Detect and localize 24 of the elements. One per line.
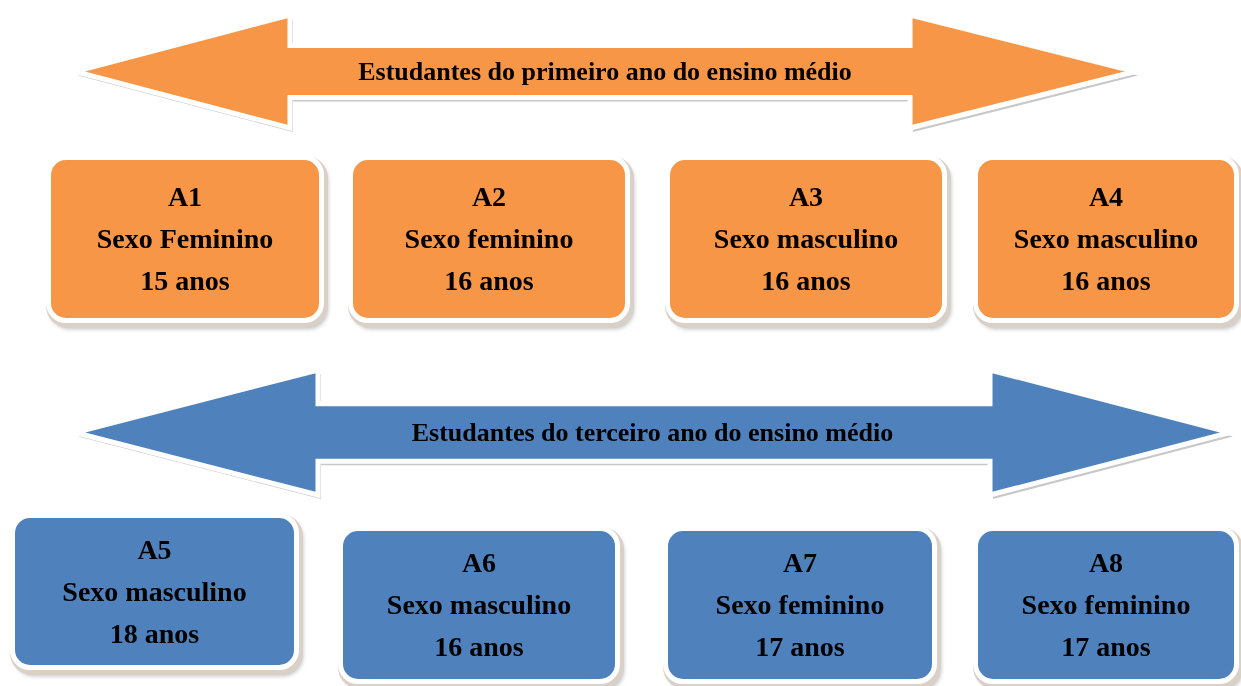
card-text: Sexo masculino (62, 574, 247, 609)
card-text: A2 (471, 180, 507, 214)
card-text: Sexo Feminino (96, 222, 274, 256)
card-text: A8 (1088, 546, 1124, 580)
card-text: 16 anos (1061, 264, 1151, 298)
card-text: A1 (167, 180, 203, 214)
card-text: 15 anos (140, 264, 230, 298)
card-text: 18 anos (109, 616, 200, 651)
card-text: Sexo masculino (386, 588, 572, 622)
card-text: Sexo feminino (1021, 588, 1191, 622)
card-text: 17 anos (755, 630, 845, 664)
card-text: 16 anos (434, 630, 524, 664)
card-text: A5 (137, 532, 172, 567)
card-text: A3 (788, 180, 824, 214)
card-text: Sexo feminino (404, 222, 574, 256)
card-text: 16 anos (761, 264, 851, 298)
card-text: 16 anos (444, 264, 534, 298)
card-text: A7 (782, 546, 818, 580)
card-text: A4 (1088, 180, 1124, 214)
card-text: Sexo masculino (713, 222, 899, 256)
card-text: Sexo masculino (1013, 222, 1199, 256)
card-text: 17 anos (1061, 630, 1151, 664)
card-text: Sexo feminino (715, 588, 885, 622)
card-text: A6 (461, 546, 497, 580)
